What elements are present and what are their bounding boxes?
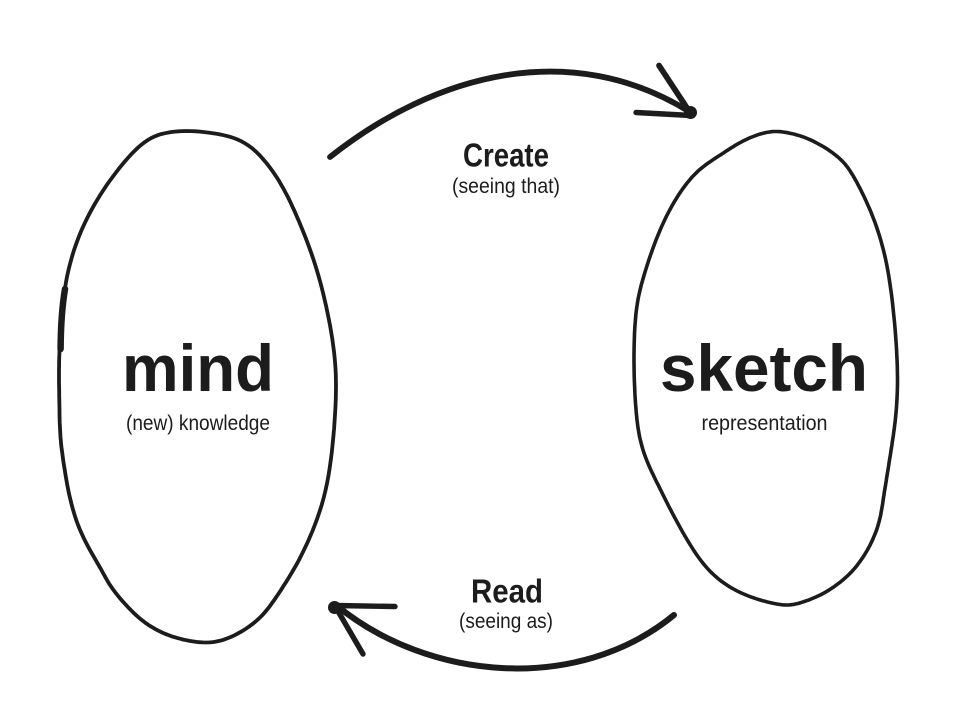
svg-text:(new) knowledge: (new) knowledge: [126, 412, 270, 435]
svg-text:representation: representation: [702, 412, 828, 435]
svg-text:Read: Read: [471, 573, 543, 610]
svg-text:sketch: sketch: [660, 331, 868, 405]
svg-text:(seeing that): (seeing that): [452, 175, 560, 198]
svg-text:(seeing as): (seeing as): [459, 610, 553, 633]
svg-text:Create: Create: [463, 137, 549, 174]
svg-text:mind: mind: [122, 331, 274, 405]
